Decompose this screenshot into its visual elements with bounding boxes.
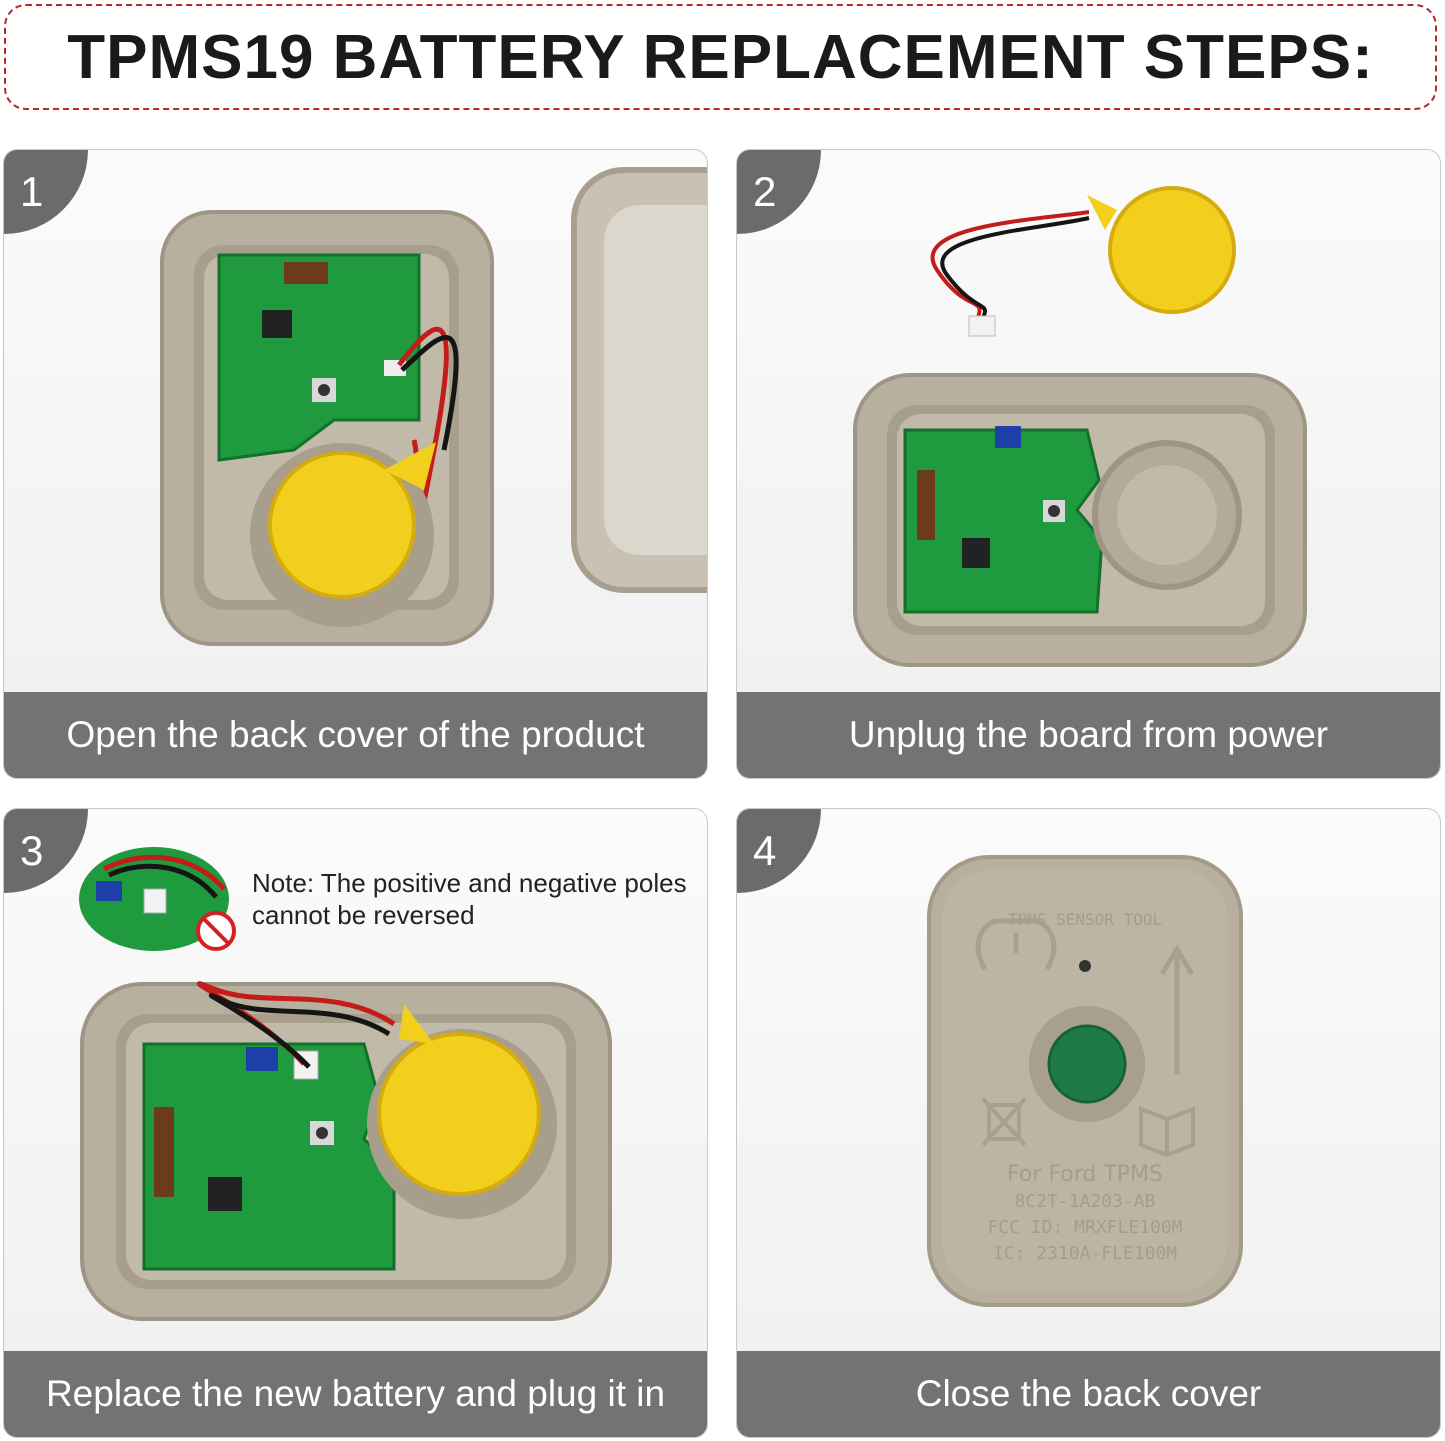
step-1-caption: Open the back cover of the product (4, 692, 707, 778)
step-4-photo: TPMS SENSOR TOOL For Ford TPMS 8C2T-1A20… (927, 855, 1243, 1307)
tire-pressure-icon (975, 918, 1057, 971)
step-2-photo (853, 186, 1307, 667)
step-2-panel: 2 Unplug the board from power (736, 149, 1441, 779)
step-1-panel: 1 Open the back cover of the product (3, 149, 708, 779)
device-brand-text: TPMS SENSOR TOOL (1008, 910, 1162, 929)
polarity-note: Note: The positive and negative poles ca… (252, 868, 687, 930)
device-label-line4: IC: 2310A-FLE100M (993, 1243, 1177, 1264)
manual-icon (1139, 1106, 1195, 1158)
disposal-icon (981, 1097, 1027, 1147)
step-1-photo (160, 167, 707, 646)
step-2-caption: Unplug the board from power (737, 692, 1440, 778)
page-title: TPMS19 BATTERY REPLACEMENT STEPS: (67, 22, 1374, 92)
step-4-caption: Close the back cover (737, 1351, 1440, 1437)
step-3-photo (79, 847, 612, 1321)
step-4-panel: 4 TPMS SENSOR TOOL For Ford TPMS (736, 808, 1441, 1438)
polarity-inset (79, 847, 236, 951)
title-banner: TPMS19 BATTERY REPLACEMENT STEPS: (4, 4, 1437, 110)
step-3-panel: 3 Note: The positive and negative (3, 808, 708, 1438)
step-3-caption: Replace the new battery and plug it in (4, 1351, 707, 1437)
device-label-line3: FCC ID: MRXFLE100M (987, 1217, 1182, 1238)
device-label-line2: 8C2T-1A203-AB (1015, 1191, 1156, 1212)
step-1-badge: 1 (4, 150, 88, 234)
power-button (1047, 1024, 1127, 1104)
arrow-up-icon (1159, 944, 1195, 1074)
device-label-line1: For Ford TPMS (1007, 1162, 1163, 1187)
